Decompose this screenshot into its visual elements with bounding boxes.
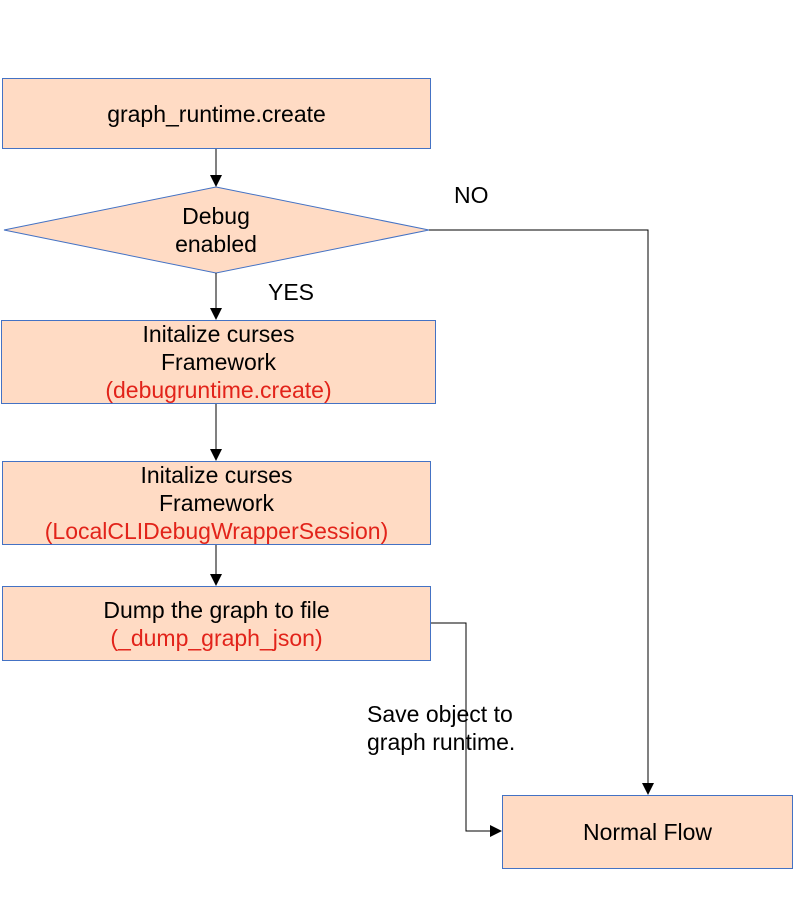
dump-node: Dump the graph to file (_dump_graph_json… (2, 586, 431, 661)
arrow-dump-to-normal (431, 622, 502, 837)
init-debugruntime-line1: Initalize curses (142, 321, 295, 347)
save-object-label-line1: Save object to (367, 701, 513, 727)
init-debugruntime-node: Initalize curses Framework (debugruntime… (1, 320, 436, 404)
normal-flow-text: Normal Flow (582, 819, 713, 845)
init-wrapper-line1: Initalize curses (140, 462, 293, 488)
dump-line1: Dump the graph to file (103, 596, 330, 623)
save-object-label-line2: graph runtime. (367, 729, 516, 755)
arrow-no (429, 229, 654, 795)
init-wrapper-line2: Framework (158, 490, 274, 516)
init-debugruntime-code: (debugruntime.create) (105, 377, 332, 403)
init-debugruntime-line2: Framework (160, 349, 276, 375)
start-node-text: graph_runtime.create (107, 100, 326, 127)
decision-node-text: Debug enabled (116, 202, 316, 258)
decision-line2: enabled (175, 231, 257, 257)
init-wrapper-code: (LocalCLIDebugWrapperSession) (44, 518, 389, 544)
normal-flow-node: Normal Flow (502, 795, 793, 869)
start-node: graph_runtime.create (2, 78, 431, 149)
decision-line1: Debug (182, 203, 250, 229)
yes-label: YES (268, 279, 315, 305)
init-wrapper-node: Initalize curses Framework (LocalCLIDebu… (2, 461, 431, 545)
no-label: NO (454, 182, 489, 208)
dump-code: (_dump_graph_json) (110, 624, 323, 651)
